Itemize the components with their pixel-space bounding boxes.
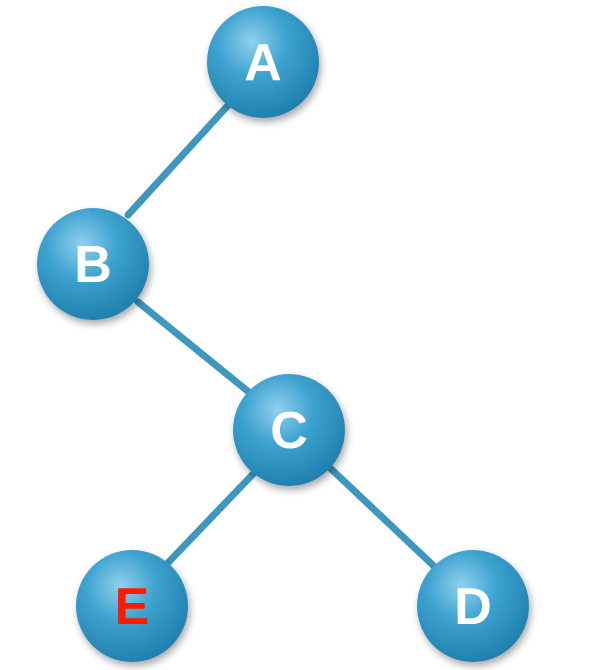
node-b: B <box>37 208 149 320</box>
node-a-circle <box>207 6 319 118</box>
node-e-label: E <box>115 578 150 636</box>
node-e-circle <box>76 550 188 662</box>
edge-c-d <box>324 462 441 573</box>
edge-b-c <box>134 298 254 397</box>
node-c-label: C <box>270 402 308 460</box>
edge-a-b <box>124 98 235 219</box>
edges-layer <box>124 98 441 573</box>
node-d-label: D <box>454 578 492 636</box>
node-c: C <box>233 374 345 486</box>
node-a-label: A <box>244 34 282 92</box>
node-d-circle <box>417 550 529 662</box>
node-c-circle <box>233 374 345 486</box>
node-a: A <box>207 6 319 118</box>
edge-c-e <box>159 469 258 572</box>
node-d: D <box>417 550 529 662</box>
node-b-label: B <box>74 236 112 294</box>
nodes-layer: A B C E D <box>37 6 529 662</box>
node-e: E <box>76 550 188 662</box>
node-b-circle <box>37 208 149 320</box>
